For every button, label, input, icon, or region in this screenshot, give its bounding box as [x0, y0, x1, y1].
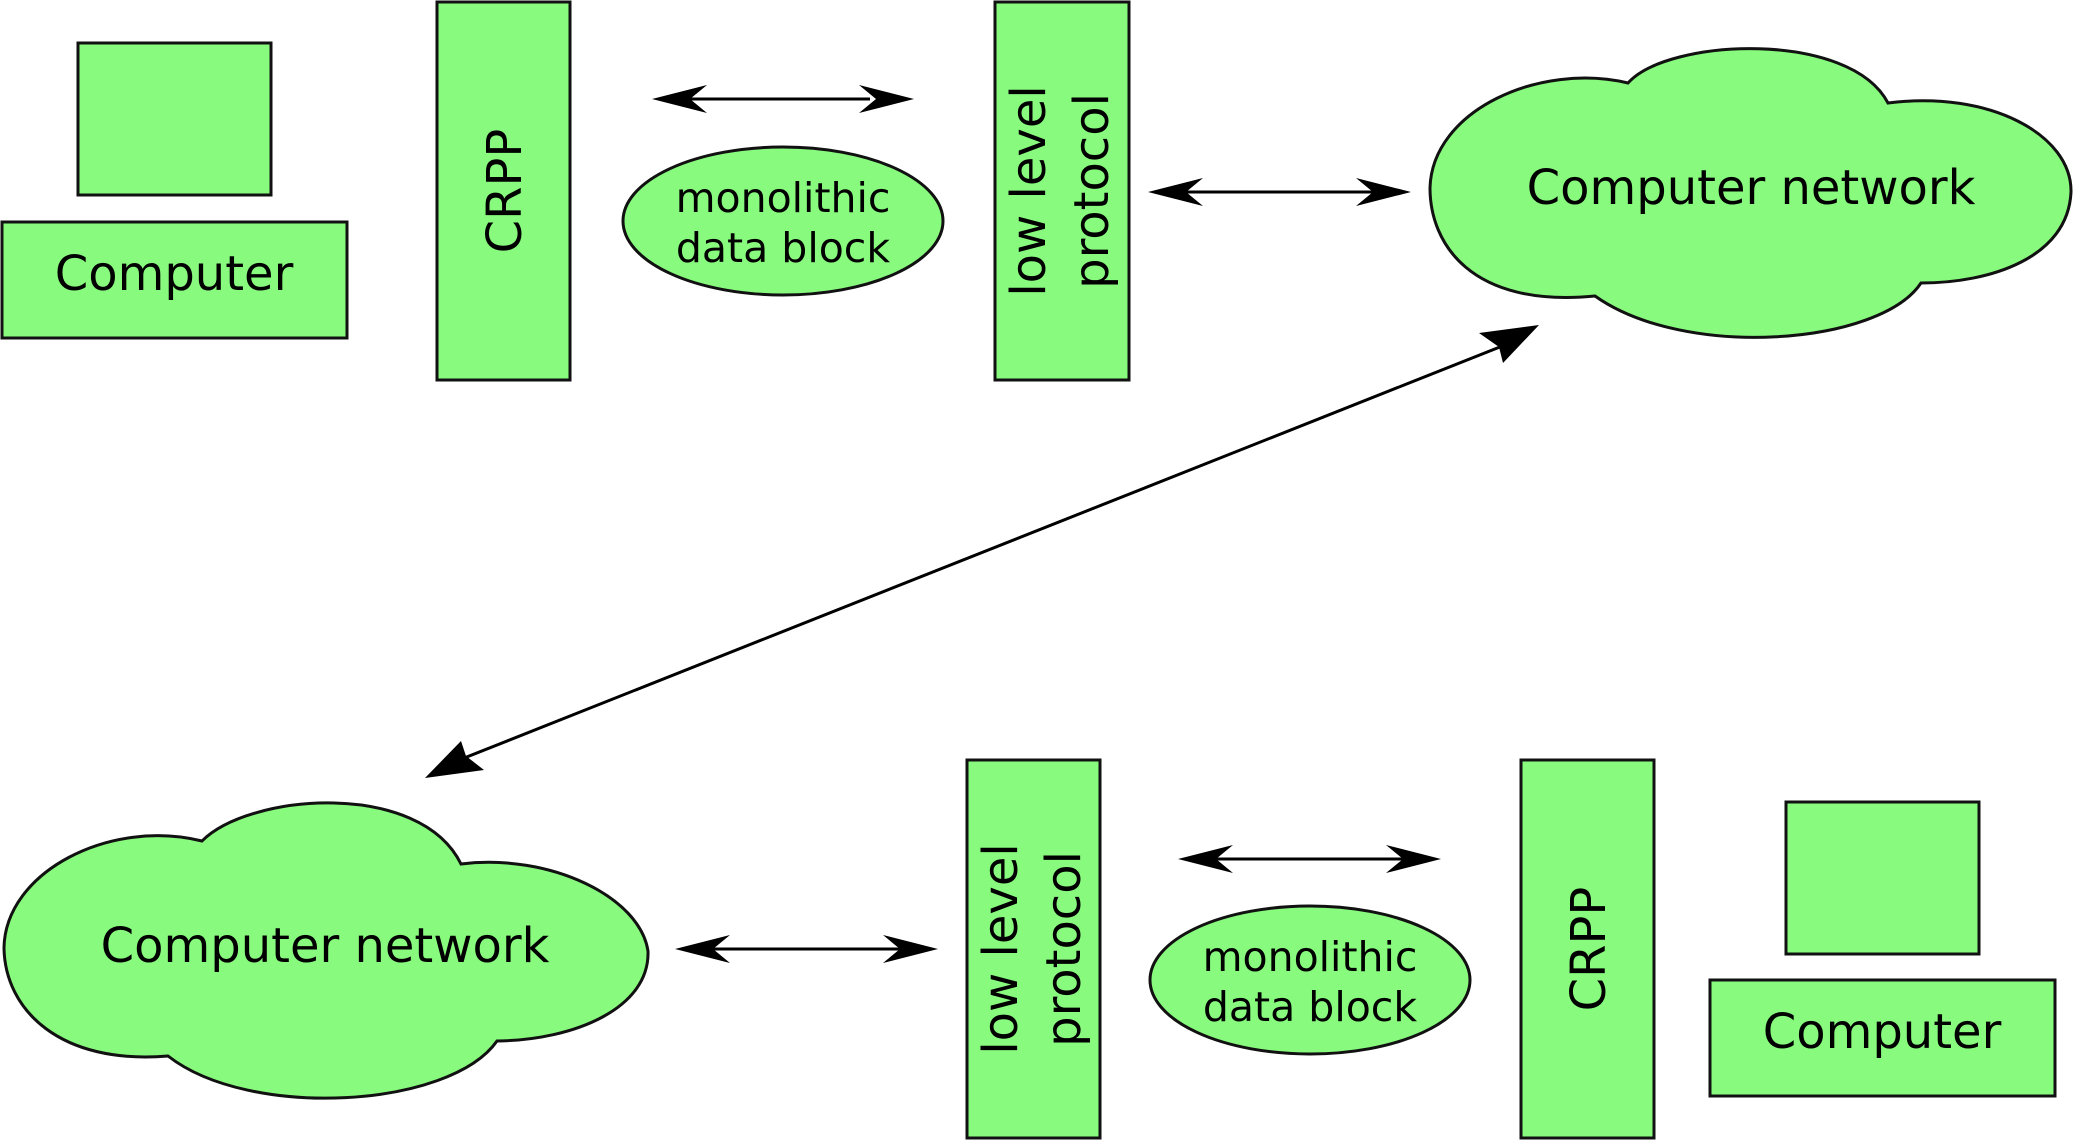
network-link-arrow [425, 325, 1539, 778]
arrowhead-left [1148, 178, 1203, 206]
bottom-network-label: Computer network [101, 918, 550, 974]
bottom-computer-label: Computer [1763, 1004, 2002, 1060]
top-computer-label: Computer [55, 246, 294, 302]
bottom-protocol-line-1: low level [973, 843, 1029, 1054]
arrowhead-left [1178, 845, 1233, 873]
bottom-protocol-crpp-arrow [1178, 845, 1441, 873]
arrowhead-lower-left [425, 741, 484, 778]
arrowhead-left [675, 935, 730, 963]
arrowhead-upper-right [1479, 325, 1539, 363]
top-crpp-protocol-arrow [652, 85, 914, 113]
bottom-crpp-rect [1519, 758, 1656, 1140]
top-crpp-block: CRPP [435, 0, 572, 382]
arrowhead-left [652, 85, 707, 113]
arrowhead-right [859, 85, 914, 113]
bottom-protocol-block: low level protocol [965, 758, 1102, 1140]
top-crpp-rect [435, 0, 572, 382]
top-protocol-block: low level protocol [993, 0, 1131, 382]
arrowhead-right [883, 935, 938, 963]
arrowhead-right [1386, 845, 1441, 873]
top-computer-base [0, 220, 349, 340]
bottom-data-block-line-1: monolithic [1203, 933, 1418, 981]
bottom-stack: Computer network low level protocol mono… [2, 758, 2057, 1140]
bottom-data-block: monolithic data block [1148, 904, 1472, 1056]
bottom-crpp-block: CRPP [1519, 758, 1656, 1140]
top-protocol-rect [993, 0, 1131, 382]
top-data-block-ellipse [621, 145, 945, 297]
top-protocol-line-1: low level [1001, 85, 1057, 296]
top-computer-monitor [76, 41, 273, 197]
top-network-cloud-shape [1428, 47, 2073, 339]
top-crpp-label: CRPP [477, 129, 533, 254]
bottom-network-protocol-arrow [675, 935, 938, 963]
top-network-cloud: Computer network [1428, 47, 2073, 339]
top-data-block-line-2: data block [676, 224, 890, 272]
bottom-computer-base [1708, 978, 2057, 1098]
top-data-block-line-1: monolithic [676, 174, 891, 222]
bottom-data-block-ellipse [1148, 904, 1472, 1056]
bottom-computer-monitor [1784, 800, 1981, 956]
top-protocol-line-2: protocol [1064, 93, 1120, 289]
bottom-protocol-line-2: protocol [1036, 851, 1092, 1047]
bottom-data-block-line-2: data block [1203, 983, 1417, 1031]
bottom-crpp-label: CRPP [1561, 887, 1617, 1012]
bottom-network-cloud: Computer network [2, 801, 650, 1100]
top-stack: Computer CRPP monolithic data block low … [0, 0, 2073, 382]
arrowhead-right [1356, 178, 1411, 206]
top-protocol-network-arrow [1148, 178, 1411, 206]
top-data-block: monolithic data block [621, 145, 945, 297]
top-network-label: Computer network [1527, 160, 1976, 216]
bottom-protocol-rect [965, 758, 1102, 1140]
bottom-computer: Computer [1708, 800, 2057, 1098]
bottom-network-cloud-shape [2, 801, 650, 1100]
top-computer: Computer [0, 41, 349, 340]
